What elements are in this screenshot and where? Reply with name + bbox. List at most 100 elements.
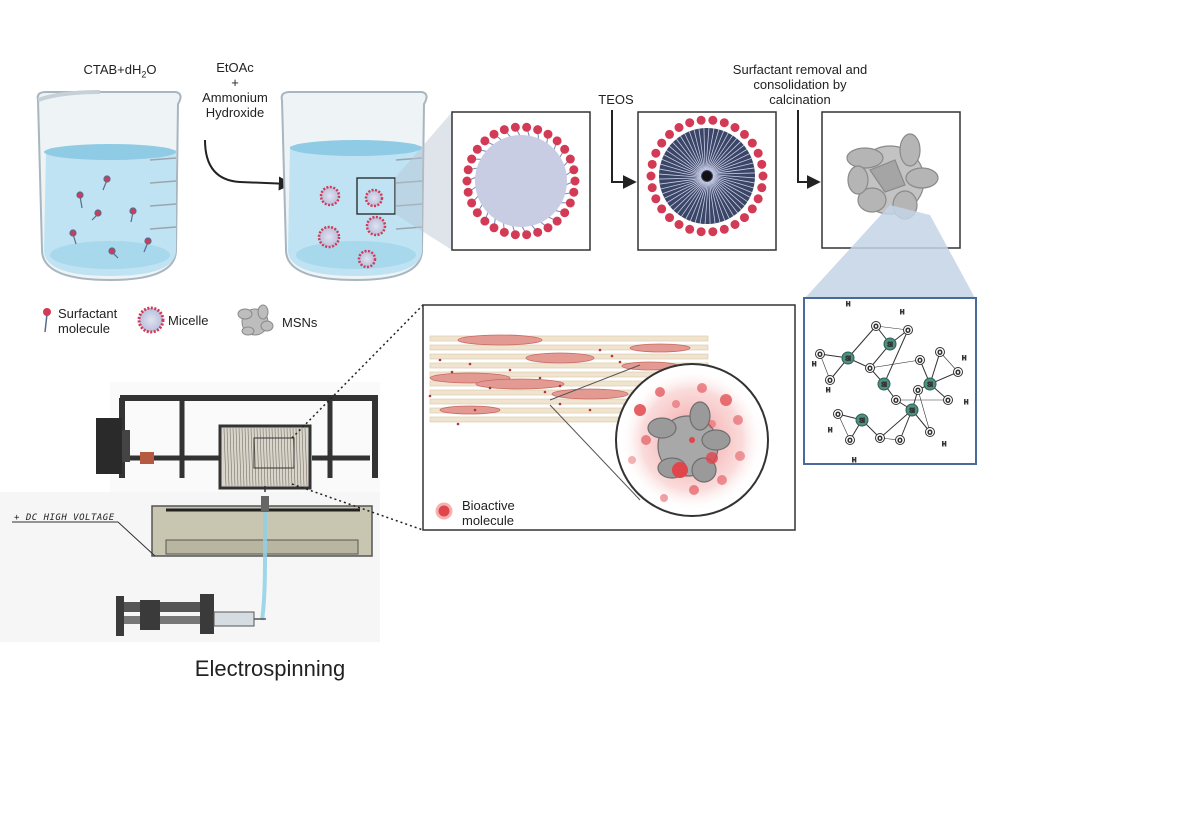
bioactive-molecule (706, 452, 718, 464)
drum-fiber (295, 427, 299, 487)
surfactant-head (480, 216, 490, 226)
silica-tail (660, 178, 702, 190)
calcination-line-3: calcination (769, 92, 831, 107)
cell (525, 352, 595, 364)
surfactant-head (657, 204, 667, 214)
surfactant-head (665, 213, 675, 223)
bioactive-line-2: molecule (462, 513, 515, 528)
drug-dot (538, 376, 542, 380)
silica-tail (712, 174, 755, 179)
drug-dot (468, 362, 472, 366)
surfactant-head (489, 129, 499, 139)
surfactant-head (753, 194, 763, 204)
surfactant-head (757, 159, 767, 169)
arrow-calcination (797, 110, 821, 189)
oxygen-atom (825, 375, 835, 385)
silicon-atom (883, 337, 897, 351)
silica-tail (711, 179, 734, 217)
zoom-projection (395, 112, 452, 250)
electrospinning-device (0, 382, 380, 642)
silicon-atom-label: Si (909, 409, 914, 415)
silica-tail (666, 150, 702, 175)
hydrogen-atom-label: H (846, 302, 850, 308)
silica-tail (712, 167, 755, 174)
surfactant-head (646, 171, 656, 181)
electrospinning-title: Electrospinning (194, 656, 346, 681)
surfactant-head (510, 122, 520, 132)
silica-tail (669, 180, 704, 207)
surfactant-head (708, 227, 718, 237)
drug-dot (450, 370, 454, 374)
drug-dot (610, 354, 614, 358)
surfactant-head (463, 187, 473, 197)
oxygen-atom-label: O (828, 379, 833, 385)
silica-tail (711, 178, 742, 210)
silicon-atom-label: Si (927, 383, 932, 389)
bioactive-molecule (672, 462, 688, 478)
si-o-bond (847, 325, 877, 359)
oxygen-atom-label: O (928, 431, 933, 437)
drum-fiber (232, 427, 236, 487)
silica-tail (705, 128, 710, 171)
si-o-bond (883, 329, 909, 385)
silica-tail (707, 132, 729, 171)
ctab-suffix: O (146, 62, 157, 77)
silica-tail (660, 163, 702, 177)
oxygen-atom-label: O (938, 351, 943, 357)
teos-label: TEOS (598, 92, 634, 107)
silicon-atom (905, 403, 919, 417)
silicon-atom (841, 351, 855, 365)
silicon-atom-label: Si (845, 357, 850, 363)
silica-tail (709, 141, 741, 172)
drum-fiber (229, 427, 233, 487)
bioactive-molecule (655, 387, 665, 397)
reagents-label: EtOAc + Ammonium Hydroxide (190, 60, 280, 120)
bioactive-label: Bioactive molecule (462, 498, 515, 528)
silica-tail (689, 181, 707, 222)
bioactive-molecule (708, 420, 716, 428)
legend-surfactant-label: Surfactant molecule (58, 306, 117, 336)
o-o-edge (869, 359, 921, 369)
silica-tail (706, 129, 720, 171)
etoac-text: EtOAc (216, 60, 254, 75)
silica-tail (684, 133, 704, 172)
oxygen-atom-label: O (836, 413, 841, 419)
hydrogen-atom-label: H (852, 458, 856, 464)
oxygen-atom-label: O (898, 439, 903, 445)
bioactive-molecule (697, 383, 707, 393)
drug-dot (473, 408, 477, 412)
silica-tail (707, 130, 725, 171)
surfactant-head (472, 144, 482, 154)
silica-tail (705, 128, 715, 171)
silica-tail (664, 179, 703, 199)
silica-tail (709, 138, 738, 171)
oxygen-atom-label: O (918, 359, 923, 365)
panel-silica-micelle (637, 111, 777, 251)
calcination-line-1: Surfactant removal and (732, 62, 868, 77)
bioactive-molecule (628, 456, 636, 464)
bioactive-molecule (689, 485, 699, 495)
oxygen-atom (891, 395, 901, 405)
legend-micelle-label: Micelle (168, 313, 209, 328)
drum-fiber (250, 427, 254, 487)
legend-surfactant-icon (43, 308, 51, 333)
beaker-2 (280, 91, 428, 282)
silica-tail (712, 172, 755, 175)
drug-dot (488, 386, 492, 390)
arrow-1 (204, 139, 293, 191)
surfactant-head (747, 138, 757, 148)
surfactant-head (472, 208, 482, 218)
surfactant-head (565, 154, 575, 164)
cell (629, 343, 691, 353)
silica-tail (663, 154, 702, 176)
cell (439, 405, 501, 415)
hydrogen-atom-label: H (962, 356, 966, 362)
silica-tail (676, 181, 705, 214)
drum-fiber (301, 427, 305, 487)
surfactant-head (569, 187, 579, 197)
surfactant-head (674, 219, 684, 229)
surfactant-head (552, 136, 562, 146)
msn-drug-loaded-zoom (615, 363, 769, 517)
